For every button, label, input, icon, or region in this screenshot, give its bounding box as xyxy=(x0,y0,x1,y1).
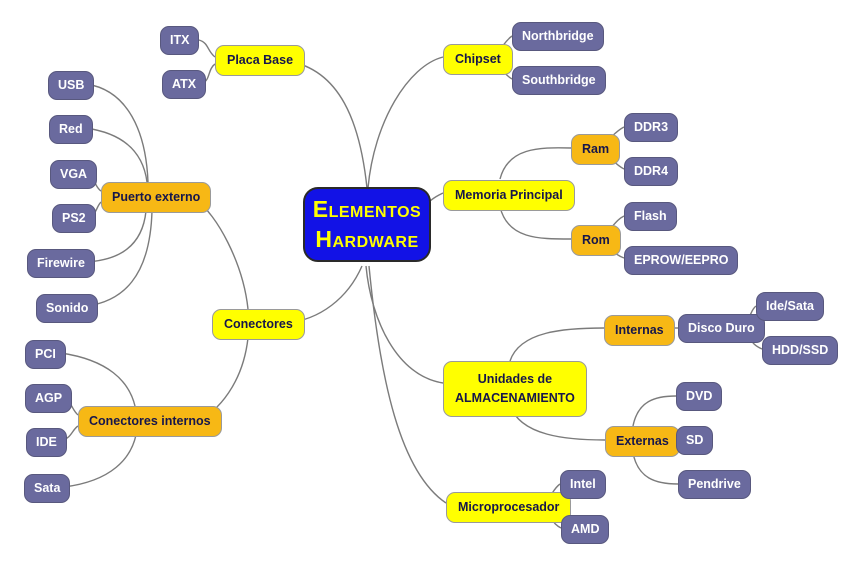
node-internas[interactable]: Internas xyxy=(604,315,675,346)
node-disco-duro[interactable]: Disco Duro xyxy=(678,314,765,343)
edge-central-placa-base xyxy=(287,60,368,189)
node-memoria-principal[interactable]: Memoria Principal xyxy=(443,180,575,211)
node-chipset[interactable]: Chipset xyxy=(443,44,513,75)
node-hdd-ssd[interactable]: HDD/SSD xyxy=(762,336,839,365)
node-firewire[interactable]: Firewire xyxy=(27,249,95,278)
node-northbridge[interactable]: Northbridge xyxy=(512,22,604,51)
edge-memoria-ram xyxy=(499,147,572,180)
node-eprow-eepro[interactable]: EPROW/EEPRO xyxy=(624,246,739,275)
node-microprocesador[interactable]: Microprocesador xyxy=(446,492,572,523)
node-puerto-externo[interactable]: Puerto externo xyxy=(101,182,212,213)
edge-puerto-externo-sonido xyxy=(86,210,153,307)
node-externas[interactable]: Externas xyxy=(605,426,680,457)
node-ddr4[interactable]: DDR4 xyxy=(624,157,679,186)
node-agp[interactable]: AGP xyxy=(25,384,73,413)
node-ram[interactable]: Ram xyxy=(571,134,621,165)
node-rom[interactable]: Rom xyxy=(571,225,621,256)
node-flash[interactable]: Flash xyxy=(624,202,677,231)
edge-externas-pendrive xyxy=(632,452,679,485)
edge-conectores-internos-sata xyxy=(63,434,137,488)
edge-puerto-externo-red xyxy=(84,127,148,183)
node-ddr3[interactable]: DDR3 xyxy=(624,113,679,142)
node-red[interactable]: Red xyxy=(49,115,93,144)
node-usb[interactable]: USB xyxy=(48,71,95,100)
node-sonido[interactable]: Sonido xyxy=(36,294,99,323)
node-pci[interactable]: PCI xyxy=(25,340,66,369)
node-unidades-almacenamiento[interactable]: Unidades de ALMACENAMIENTO xyxy=(443,361,587,417)
node-amd[interactable]: AMD xyxy=(561,515,610,544)
edge-externas-dvd xyxy=(632,395,677,427)
edge-memoria-rom xyxy=(499,206,572,240)
edge-conectores-internos-pci xyxy=(60,352,136,407)
node-southbridge[interactable]: Southbridge xyxy=(512,66,606,95)
node-conectores-internos[interactable]: Conectores internos xyxy=(78,406,222,437)
node-dvd[interactable]: DVD xyxy=(676,382,723,411)
node-vga[interactable]: VGA xyxy=(50,160,98,189)
edge-central-chipset xyxy=(367,56,444,189)
node-intel[interactable]: Intel xyxy=(560,470,606,499)
edge-central-unidades xyxy=(365,265,444,384)
node-sd[interactable]: SD xyxy=(676,426,714,455)
node-ps2[interactable]: PS2 xyxy=(52,204,96,233)
node-placa-base[interactable]: Placa Base xyxy=(215,45,306,76)
node-conectores[interactable]: Conectores xyxy=(212,309,305,340)
edge-central-microprocesador xyxy=(368,265,447,504)
node-sata[interactable]: Sata xyxy=(24,474,71,503)
edge-puerto-externo-usb xyxy=(85,83,149,183)
node-pendrive[interactable]: Pendrive xyxy=(678,470,751,499)
node-itx[interactable]: ITX xyxy=(160,26,200,55)
edge-placa-base-itx xyxy=(198,39,216,58)
node-central-topic[interactable]: Elementos Hardware xyxy=(303,187,431,262)
edge-conectores-puerto-externo xyxy=(196,200,249,310)
edge-central-memoria xyxy=(429,192,444,202)
edge-unidades-internas xyxy=(509,327,605,362)
node-ide-sata[interactable]: Ide/Sata xyxy=(756,292,824,321)
node-ide[interactable]: IDE xyxy=(26,428,67,457)
node-atx[interactable]: ATX xyxy=(162,70,207,99)
